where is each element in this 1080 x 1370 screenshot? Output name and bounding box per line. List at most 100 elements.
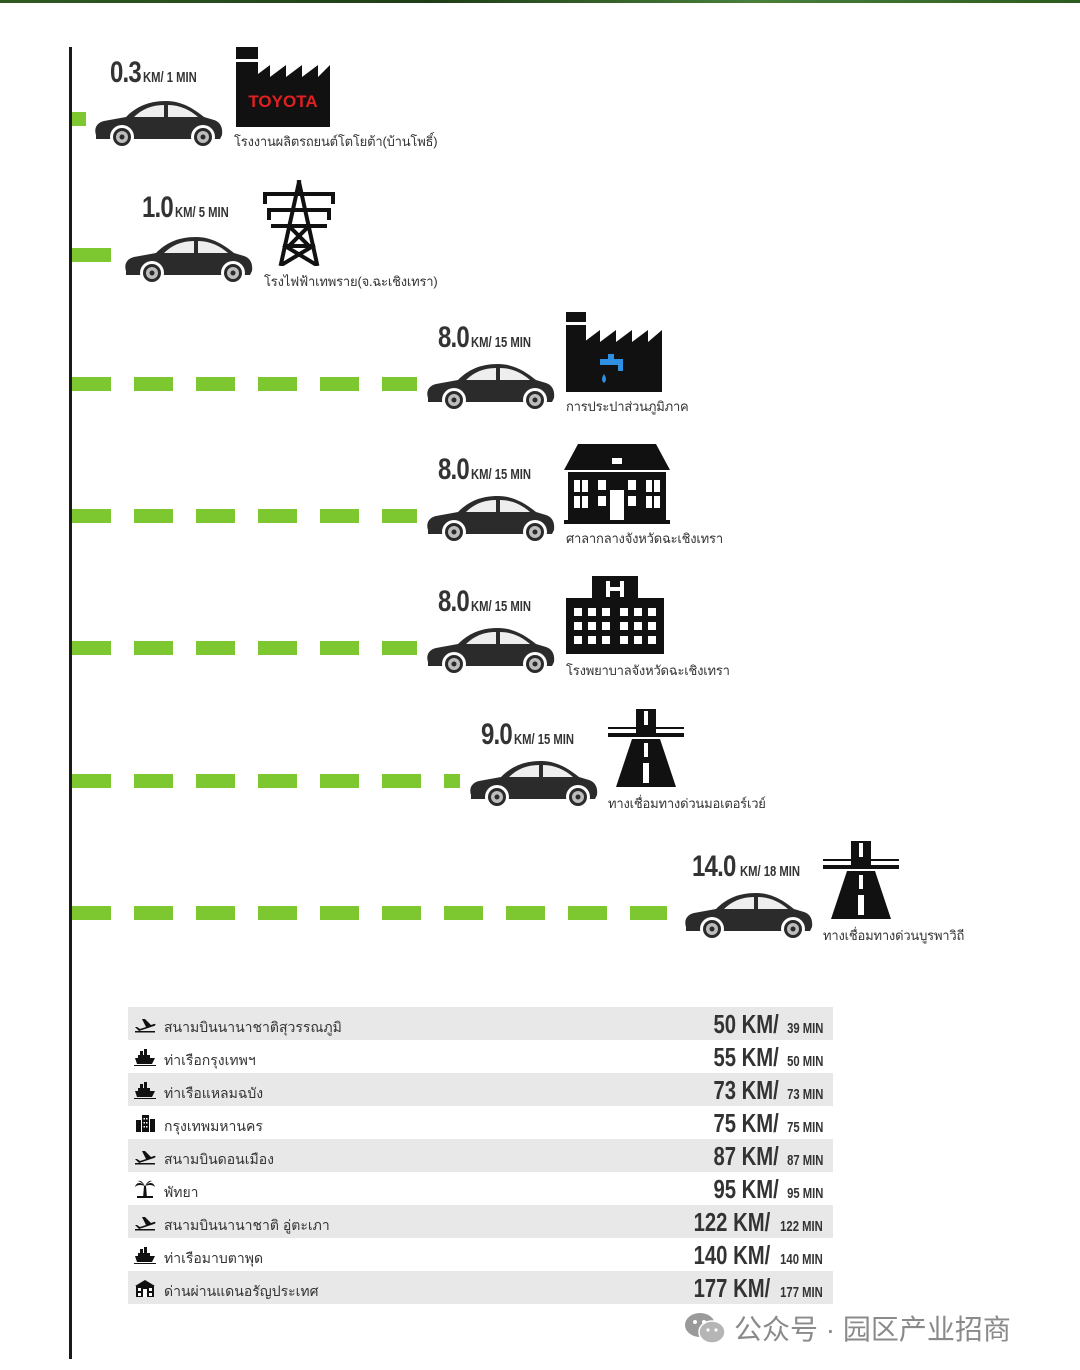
table-distance: 50 KM/39 MIN bbox=[695, 1009, 823, 1040]
table-distance: 73 KM/73 MIN bbox=[695, 1075, 823, 1106]
route-dash bbox=[382, 641, 417, 655]
table-km: 50 KM/ bbox=[713, 1009, 779, 1039]
route-dash bbox=[134, 774, 173, 788]
destination-caption: โรงพยาบาลจังหวัดฉะเชิงเทรา bbox=[566, 663, 730, 678]
palm-tree-icon bbox=[135, 1180, 155, 1198]
table-distance: 75 KM/75 MIN bbox=[695, 1108, 823, 1139]
table-place: ท่าเรือแหลมฉบัง bbox=[164, 1085, 264, 1101]
table-place: สนามบินดอนเมือง bbox=[164, 1151, 274, 1167]
car-icon bbox=[424, 622, 556, 678]
city-hall-icon bbox=[564, 444, 670, 524]
table-km: 177 KM/ bbox=[693, 1273, 771, 1303]
route-dash bbox=[630, 906, 667, 920]
destination-caption: โรงงานผลิตรถยนต์โตโยต้า(บ้านโพธิ์) bbox=[234, 134, 438, 149]
table-min: 122 MIN bbox=[780, 1218, 823, 1235]
route-dashes bbox=[72, 112, 86, 126]
destination-caption: การประปาส่วนภูมิภาค bbox=[566, 399, 689, 414]
table-min: 73 MIN bbox=[786, 1086, 823, 1103]
table-row: ท่าเรือมาบตาพุด 140 KM/140 MIN bbox=[128, 1238, 833, 1271]
route-dashes bbox=[72, 377, 417, 391]
route-dash bbox=[134, 641, 173, 655]
distance-unit: KM/ 15 MIN bbox=[470, 466, 531, 483]
airplane-icon bbox=[134, 1213, 156, 1231]
route-dash bbox=[568, 906, 607, 920]
highway-icon bbox=[823, 841, 899, 919]
route-dash bbox=[72, 112, 86, 126]
table-km: 87 KM/ bbox=[713, 1141, 779, 1171]
car-icon bbox=[682, 887, 814, 943]
route-dash bbox=[196, 377, 235, 391]
distance-unit: KM/ 15 MIN bbox=[470, 598, 531, 615]
table-place: สนามบินนานาชาติ อู่ตะเภา bbox=[164, 1217, 330, 1233]
table-row: สนามบินนานาชาติสุวรรณภูมิ 50 KM/39 MIN bbox=[128, 1007, 833, 1040]
factory-toyota-icon: TOYOTA bbox=[236, 47, 330, 127]
table-place: สนามบินนานาชาติสุวรรณภูมิ bbox=[164, 1019, 342, 1035]
route-dashes bbox=[72, 248, 112, 262]
table-place: ท่าเรือมาบตาพุด bbox=[164, 1250, 264, 1266]
route-dash bbox=[258, 774, 297, 788]
table-distance: 87 KM/87 MIN bbox=[695, 1141, 823, 1172]
table-min: 75 MIN bbox=[786, 1119, 823, 1136]
table-min: 140 MIN bbox=[780, 1251, 823, 1268]
watermark-text: 公众号 · 园区产业招商 bbox=[734, 1314, 1011, 1345]
distance-value: 8.0 bbox=[438, 585, 470, 618]
car-icon bbox=[122, 231, 254, 287]
table-km: 140 KM/ bbox=[693, 1240, 771, 1270]
route-dash bbox=[320, 641, 359, 655]
route-dash bbox=[196, 509, 235, 523]
table-min: 50 MIN bbox=[786, 1053, 823, 1070]
ship-icon bbox=[134, 1048, 156, 1066]
table-distance: 95 KM/95 MIN bbox=[695, 1174, 823, 1205]
distance-value: 9.0 bbox=[481, 718, 513, 751]
car-icon bbox=[424, 490, 556, 546]
car-icon bbox=[92, 95, 224, 151]
route-dash bbox=[320, 377, 359, 391]
table-row: กรุงเทพมหานคร 75 KM/75 MIN bbox=[128, 1106, 833, 1139]
distance-value: 0.3 bbox=[110, 56, 142, 89]
distance-value: 8.0 bbox=[438, 453, 470, 486]
route-dash bbox=[258, 906, 297, 920]
route-dash bbox=[134, 509, 173, 523]
route-dash bbox=[320, 509, 359, 523]
destination-caption: ทางเชื่อมทางด่วนบูรพาวิถี bbox=[823, 928, 965, 943]
route-dash bbox=[258, 377, 297, 391]
power-tower-icon bbox=[263, 180, 335, 266]
city-icon bbox=[136, 1115, 155, 1132]
toyota-brand-text: TOYOTA bbox=[248, 92, 317, 111]
table-distance: 122 KM/122 MIN bbox=[672, 1207, 823, 1238]
route-dash bbox=[382, 377, 417, 391]
destination-caption: ทางเชื่อมทางด่วนมอเตอร์เวย์ bbox=[608, 796, 766, 811]
route-dash bbox=[320, 906, 359, 920]
table-row: สนามบินดอนเมือง 87 KM/87 MIN bbox=[128, 1139, 833, 1172]
route-dash bbox=[382, 509, 417, 523]
highway-icon bbox=[608, 709, 684, 787]
table-km: 73 KM/ bbox=[713, 1075, 779, 1105]
route-dashes bbox=[72, 774, 460, 788]
airplane-icon bbox=[134, 1015, 156, 1033]
distance-value: 1.0 bbox=[142, 191, 174, 224]
table-km: 122 KM/ bbox=[693, 1207, 771, 1237]
watermark: 公众号 · 园区产业招商 bbox=[684, 1308, 1011, 1348]
table-row: ด่านผ่านแดนอรัญประเทศ 177 KM/177 MIN bbox=[128, 1271, 833, 1304]
destination-caption: โรงไฟฟ้าเทพราย(จ.ฉะเชิงเทรา) bbox=[264, 274, 438, 289]
distance-value: 14.0 bbox=[692, 850, 736, 883]
route-dash bbox=[196, 774, 235, 788]
route-dash bbox=[444, 906, 483, 920]
table-row: พัทยา 95 KM/95 MIN bbox=[128, 1172, 833, 1205]
table-place: ด่านผ่านแดนอรัญประเทศ bbox=[164, 1283, 319, 1299]
table-distance: 55 KM/50 MIN bbox=[695, 1042, 823, 1073]
car-icon bbox=[424, 358, 556, 414]
route-dashes bbox=[72, 509, 417, 523]
ship-icon bbox=[134, 1081, 156, 1099]
route-dash bbox=[134, 377, 173, 391]
route-dash bbox=[444, 774, 460, 788]
